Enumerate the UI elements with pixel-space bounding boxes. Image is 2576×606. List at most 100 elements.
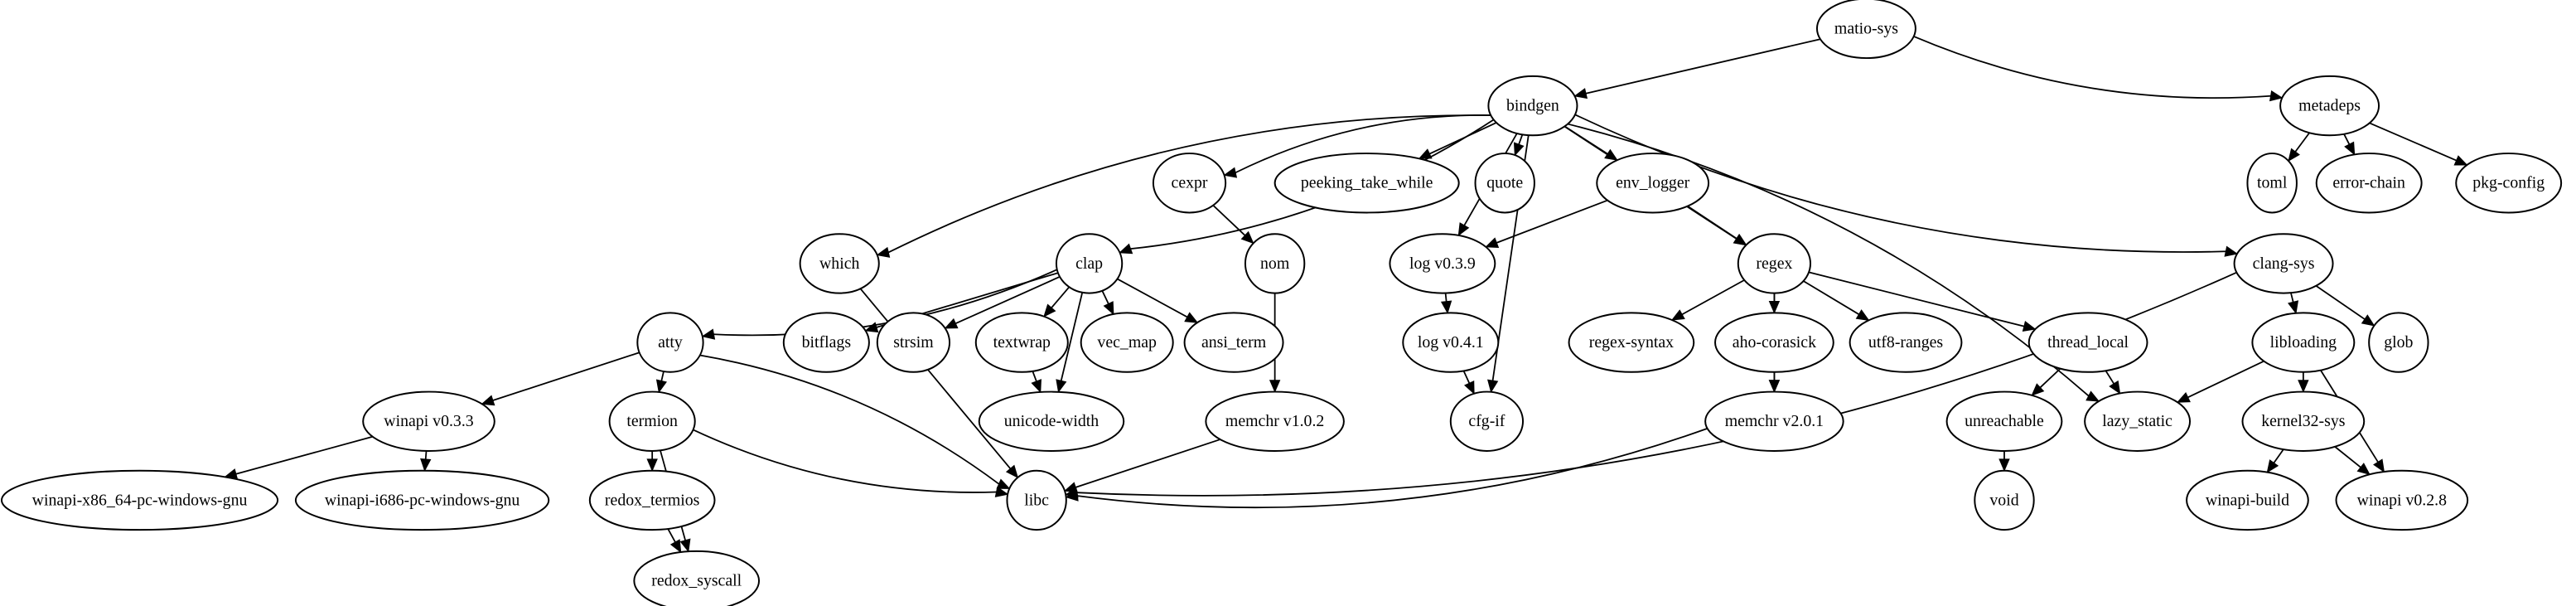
node-cexpr[interactable]: cexpr bbox=[1152, 153, 1227, 214]
node-pkg-config[interactable]: pkg-config bbox=[2455, 153, 2563, 214]
node-ellipse bbox=[2233, 233, 2334, 294]
edge-clap-to-unicode-width bbox=[1056, 292, 1084, 393]
node-label: log v0.3.9 bbox=[1409, 255, 1476, 273]
arrowhead-icon bbox=[1855, 309, 1870, 321]
edge-line bbox=[1117, 278, 1188, 318]
node-unreachable[interactable]: unreachable bbox=[1945, 390, 2063, 452]
node-matio-sys[interactable]: matio-sys bbox=[1815, 0, 1916, 60]
node-ellipse bbox=[1945, 390, 2063, 452]
node-redox_termios[interactable]: redox_termios bbox=[588, 469, 716, 531]
edge-thread_local-to-lazy_static bbox=[2105, 370, 2121, 395]
node-ellipse bbox=[2315, 153, 2423, 214]
node-log041[interactable]: log v0.4.1 bbox=[1402, 312, 1500, 373]
node-bitflags[interactable]: bitflags bbox=[782, 312, 870, 373]
node-env_logger[interactable]: env_logger bbox=[1596, 153, 1710, 214]
node-strsim[interactable]: strsim bbox=[876, 312, 951, 373]
edge-env_logger-to-regex bbox=[1687, 205, 1747, 246]
node-winapi028[interactable]: winapi v0.2.8 bbox=[2335, 469, 2469, 531]
node-error-chain[interactable]: error-chain bbox=[2315, 153, 2423, 214]
node-clap[interactable]: clap bbox=[1055, 233, 1124, 294]
edge-cexpr-to-nom bbox=[1212, 205, 1254, 245]
node-label: memchr v1.0.2 bbox=[1225, 412, 1324, 430]
node-memchr201[interactable]: memchr v2.0.1 bbox=[1704, 390, 1844, 452]
node-glob[interactable]: glob bbox=[2368, 312, 2429, 373]
edge-metadeps-to-error-chain bbox=[2343, 133, 2356, 156]
node-label: redox_termios bbox=[605, 491, 699, 509]
node-label: void bbox=[1989, 491, 2018, 509]
arrowhead-icon bbox=[2085, 390, 2100, 402]
node-ellipse bbox=[1487, 75, 1578, 137]
arrowhead-icon bbox=[1056, 379, 1067, 393]
node-aho-corasick[interactable]: aho-corasick bbox=[1714, 312, 1834, 373]
node-ellipse bbox=[1974, 469, 2035, 531]
node-lazy_static[interactable]: lazy_static bbox=[2084, 390, 2192, 452]
edge-line bbox=[1076, 271, 2237, 497]
edge-line bbox=[1075, 439, 1221, 488]
arrowhead-icon bbox=[2356, 463, 2371, 476]
edge-thread_local-to-unreachable bbox=[2031, 367, 2061, 396]
node-ellipse bbox=[1737, 233, 1812, 294]
node-termion[interactable]: termion bbox=[608, 390, 696, 452]
node-ansi_term[interactable]: ansi_term bbox=[1183, 312, 1284, 373]
node-textwrap[interactable]: textwrap bbox=[974, 312, 1069, 373]
arrowhead-icon bbox=[701, 328, 716, 340]
node-unicode-width[interactable]: unicode-width bbox=[978, 390, 1125, 452]
node-winapi033[interactable]: winapi v0.3.3 bbox=[362, 390, 495, 452]
node-log039[interactable]: log v0.3.9 bbox=[1389, 233, 1496, 294]
edge-line bbox=[1681, 279, 1745, 316]
node-libloading[interactable]: libloading bbox=[2251, 312, 2356, 373]
node-label: memchr v2.0.1 bbox=[1725, 412, 1824, 430]
node-regex[interactable]: regex bbox=[1737, 233, 1812, 294]
node-thread_local[interactable]: thread_local bbox=[2027, 312, 2148, 373]
arrowhead-icon bbox=[2269, 90, 2284, 102]
node-winapi-build[interactable]: winapi-build bbox=[2186, 469, 2309, 531]
edge-line bbox=[235, 435, 373, 475]
edge-clap-to-ansi_term bbox=[1117, 278, 1199, 323]
node-ellipse bbox=[1568, 312, 1695, 373]
edge-bindgen-to-quote bbox=[1513, 133, 1525, 157]
node-label: regex bbox=[1756, 255, 1792, 273]
node-memchr102[interactable]: memchr v1.0.2 bbox=[1205, 390, 1345, 452]
edge-winapi033-to-winapi-i686 bbox=[420, 450, 432, 473]
node-ellipse bbox=[633, 550, 761, 606]
node-redox_syscall[interactable]: redox_syscall bbox=[633, 550, 761, 606]
arrowhead-icon bbox=[679, 538, 691, 553]
node-ellipse bbox=[974, 312, 1069, 373]
node-void[interactable]: void bbox=[1974, 469, 2035, 531]
node-quote[interactable]: quote bbox=[1474, 153, 1535, 214]
node-label: cfg-if bbox=[1468, 412, 1505, 430]
arrowhead-icon bbox=[669, 539, 682, 554]
node-metadeps[interactable]: metadeps bbox=[2279, 75, 2380, 137]
node-ellipse bbox=[608, 390, 696, 452]
node-toml[interactable]: toml bbox=[2246, 153, 2298, 214]
node-ellipse bbox=[1205, 390, 1345, 452]
node-cfg-if[interactable]: cfg-if bbox=[1449, 390, 1525, 452]
node-winapi-i686[interactable]: winapi-i686-pc-windows-gnu bbox=[294, 469, 550, 531]
node-label: pkg-config bbox=[2472, 174, 2545, 192]
arrowhead-icon bbox=[864, 322, 879, 333]
node-which[interactable]: which bbox=[799, 233, 880, 294]
node-label: matio-sys bbox=[1834, 19, 1898, 37]
edge-line bbox=[667, 528, 676, 543]
arrowhead-icon bbox=[2266, 459, 2279, 473]
node-peeking_take_while[interactable]: peeking_take_while bbox=[1274, 153, 1460, 214]
node-vec_map[interactable]: vec_map bbox=[1080, 312, 1174, 373]
node-label: redox_syscall bbox=[651, 572, 742, 590]
node-nom[interactable]: nom bbox=[1244, 233, 1306, 294]
node-label: lazy_static bbox=[2102, 412, 2172, 430]
node-utf8-ranges[interactable]: utf8-ranges bbox=[1849, 312, 1963, 373]
edge-line bbox=[660, 371, 665, 381]
node-clang-sys[interactable]: clang-sys bbox=[2233, 233, 2334, 294]
edge-memchr201-to-libc bbox=[1065, 428, 1708, 509]
node-label: cexpr bbox=[1172, 174, 1208, 192]
node-regex-syntax[interactable]: regex-syntax bbox=[1568, 312, 1695, 373]
arrowhead-icon bbox=[1269, 380, 1281, 393]
node-bindgen[interactable]: bindgen bbox=[1487, 75, 1578, 137]
node-kernel32-sys[interactable]: kernel32-sys bbox=[2241, 390, 2366, 452]
node-ellipse bbox=[2241, 390, 2366, 452]
node-label: textwrap bbox=[993, 333, 1051, 351]
node-atty[interactable]: atty bbox=[636, 312, 704, 373]
node-ellipse bbox=[1596, 153, 1710, 214]
node-libc[interactable]: libc bbox=[1006, 469, 1067, 531]
node-winapi-x86_64[interactable]: winapi-x86_64-pc-windows-gnu bbox=[0, 469, 279, 531]
